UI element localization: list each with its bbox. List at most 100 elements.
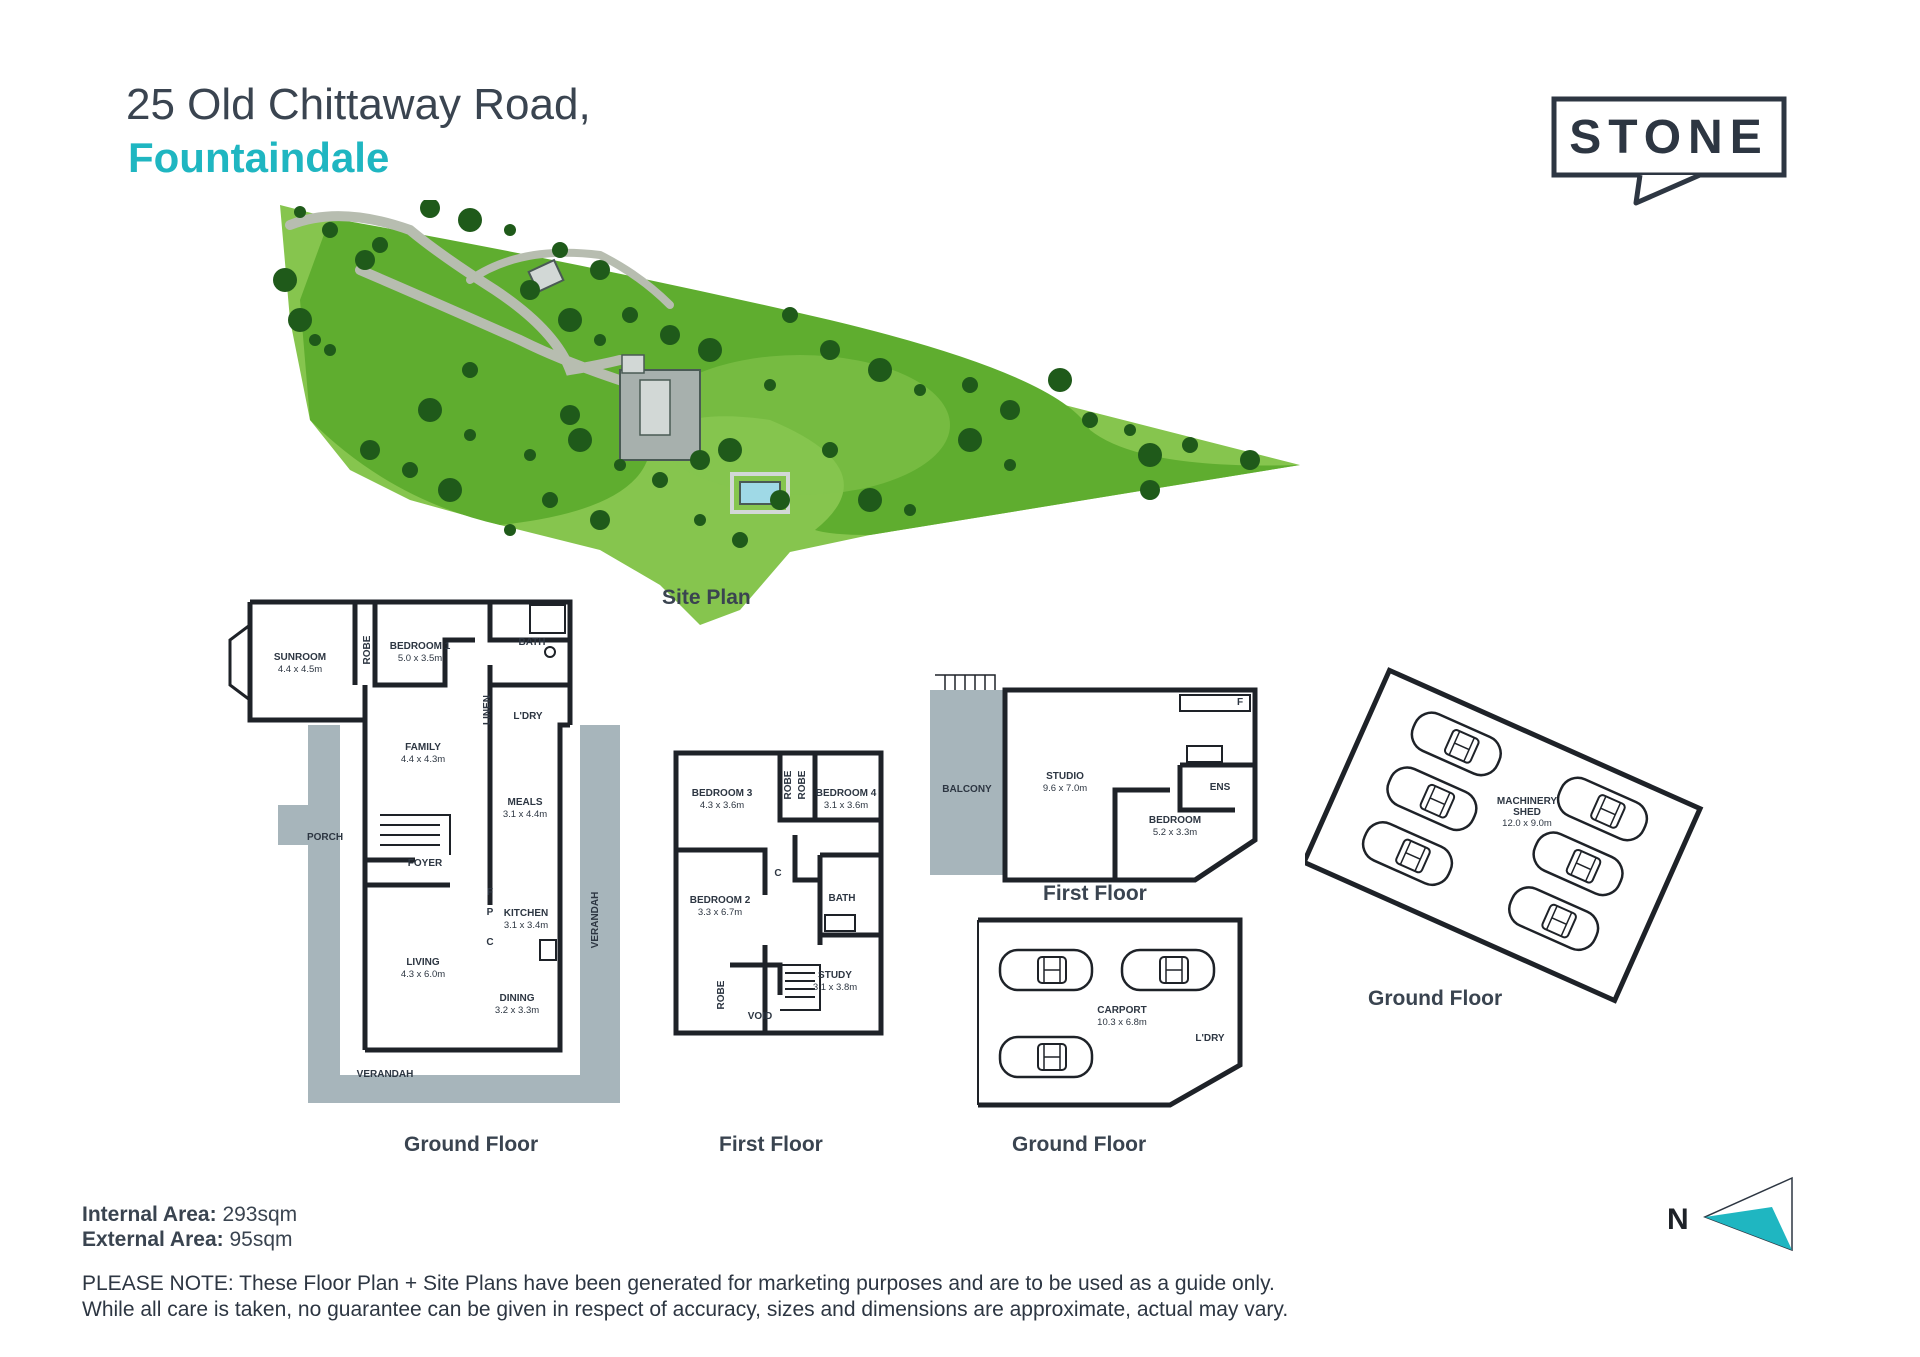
room-carport: CARPORT	[1097, 1005, 1146, 1016]
tree-icon	[958, 428, 982, 452]
address-suburb: Fountaindale	[128, 134, 390, 181]
room-shed-line2: SHED	[1513, 807, 1541, 818]
compass-arrow-icon	[1703, 1176, 1793, 1252]
site-plan	[273, 200, 1300, 625]
room-foyer: FOYER	[408, 858, 443, 869]
caption-house-ground: Ground Floor	[404, 1133, 539, 1156]
shed-cars	[1361, 711, 1649, 952]
room-living: LIVING	[406, 957, 440, 968]
tree-icon	[614, 459, 626, 471]
room-sunroom: SUNROOM	[274, 652, 326, 663]
disclaimer-line-2: While all care is taken, no guarantee ca…	[82, 1298, 1289, 1321]
room-pantry: P	[487, 907, 494, 918]
tree-icon	[568, 428, 592, 452]
tree-icon	[868, 358, 892, 382]
tree-icon	[718, 438, 742, 462]
room-laundry-ground: L'DRY	[513, 711, 543, 722]
tree-icon	[1182, 437, 1198, 453]
tree-icon	[552, 242, 568, 258]
tree-icon	[698, 338, 722, 362]
tree-icon	[504, 224, 516, 236]
room-family-dim: 4.4 x 4.3m	[401, 754, 445, 765]
house-ground-floor: SUNROOM 4.4 x 4.5m ROBE BEDROOM 1 5.0 x …	[228, 599, 620, 1103]
balcony-area	[930, 690, 1005, 875]
room-bedroom-studio-dim: 5.2 x 3.3m	[1153, 827, 1197, 838]
room-robe-4: ROBE	[797, 770, 808, 799]
tree-icon	[542, 492, 558, 508]
car-icon	[1532, 831, 1624, 897]
room-living-dim: 4.3 x 6.0m	[401, 969, 445, 980]
caption-carport-ground: Ground Floor	[1012, 1133, 1147, 1156]
room-bath-ground: BATH	[518, 637, 545, 648]
room-family: FAMILY	[405, 742, 441, 753]
room-bedroom-1-dim: 5.0 x 3.5m	[398, 653, 442, 664]
room-bedroom-4: BEDROOM 4	[816, 788, 877, 799]
tree-icon	[590, 260, 610, 280]
room-verandah-side: VERANDAH	[590, 892, 601, 949]
site-trees	[273, 200, 1260, 548]
tree-icon	[764, 379, 776, 391]
stone-logo: STONE	[1551, 96, 1787, 206]
room-study-dim: 3.1 x 3.8m	[813, 982, 857, 993]
tree-icon	[558, 308, 582, 332]
room-study: STUDY	[818, 970, 852, 981]
car-icon	[1386, 766, 1478, 832]
room-cupboard-ground: C	[486, 937, 493, 948]
tree-icon	[858, 488, 882, 512]
room-void: VOID	[748, 1011, 772, 1022]
room-porch: PORCH	[307, 832, 343, 843]
tree-icon	[660, 325, 680, 345]
room-robe-1: ROBE	[362, 635, 373, 664]
tree-icon	[462, 362, 478, 378]
tree-icon	[322, 222, 338, 238]
room-studio: STUDIO	[1046, 771, 1084, 782]
tree-icon	[458, 208, 482, 232]
shed-walls	[1305, 667, 1704, 1004]
room-robe-3: ROBE	[783, 770, 794, 799]
studio-first-floor: BALCONY STUDIO 9.6 x 7.0m F ENS BEDROOM …	[930, 674, 1258, 883]
car-icon	[998, 1035, 1094, 1079]
car-icon	[1361, 821, 1454, 887]
car-icon	[1410, 711, 1502, 777]
pool-surround	[730, 472, 790, 514]
tree-icon	[520, 280, 540, 300]
tree-icon	[782, 307, 798, 323]
disclaimer-line-1: PLEASE NOTE: These Floor Plan + Site Pla…	[82, 1272, 1275, 1295]
tree-icon	[355, 250, 375, 270]
tree-icon	[770, 490, 790, 510]
car-icon	[1556, 776, 1649, 842]
room-bedroom-2-dim: 3.3 x 6.7m	[698, 907, 742, 918]
tree-icon	[690, 450, 710, 470]
caption-studio-first: First Floor	[1043, 882, 1147, 905]
caption-house-first: First Floor	[719, 1133, 823, 1156]
tree-icon	[1240, 450, 1260, 470]
room-bedroom-4-dim: 3.1 x 3.6m	[824, 800, 868, 811]
car-icon	[1120, 948, 1216, 992]
tree-icon	[524, 449, 536, 461]
tree-icon	[590, 510, 610, 530]
tree-icon	[594, 334, 606, 346]
tree-icon	[904, 504, 916, 516]
house-roof-detail	[639, 379, 671, 436]
room-sunroom-dim: 4.4 x 4.5m	[278, 664, 322, 675]
porch-area	[278, 805, 308, 845]
room-bedroom-studio: BEDROOM	[1149, 815, 1201, 826]
room-ensuite: ENS	[1210, 782, 1231, 793]
room-balcony: BALCONY	[942, 784, 992, 795]
tree-icon	[962, 377, 978, 393]
room-dining-dim: 3.2 x 3.3m	[495, 1005, 539, 1016]
room-verandah-bottom: VERANDAH	[357, 1069, 414, 1080]
tree-icon	[1140, 480, 1160, 500]
carport-walls	[977, 917, 1243, 1108]
caption-site-plan: Site Plan	[662, 586, 751, 609]
tree-icon	[464, 429, 476, 441]
tree-icon	[402, 462, 418, 478]
internal-area: Internal Area: 293sqm	[82, 1203, 298, 1226]
tree-icon	[324, 344, 336, 356]
carport-cars	[998, 948, 1216, 1079]
external-area: External Area: 95sqm	[82, 1228, 293, 1251]
room-meals: MEALS	[508, 797, 543, 808]
room-kitchen: KITCHEN	[504, 908, 548, 919]
room-robe-2: ROBE	[716, 980, 727, 1009]
tree-icon	[372, 237, 388, 253]
